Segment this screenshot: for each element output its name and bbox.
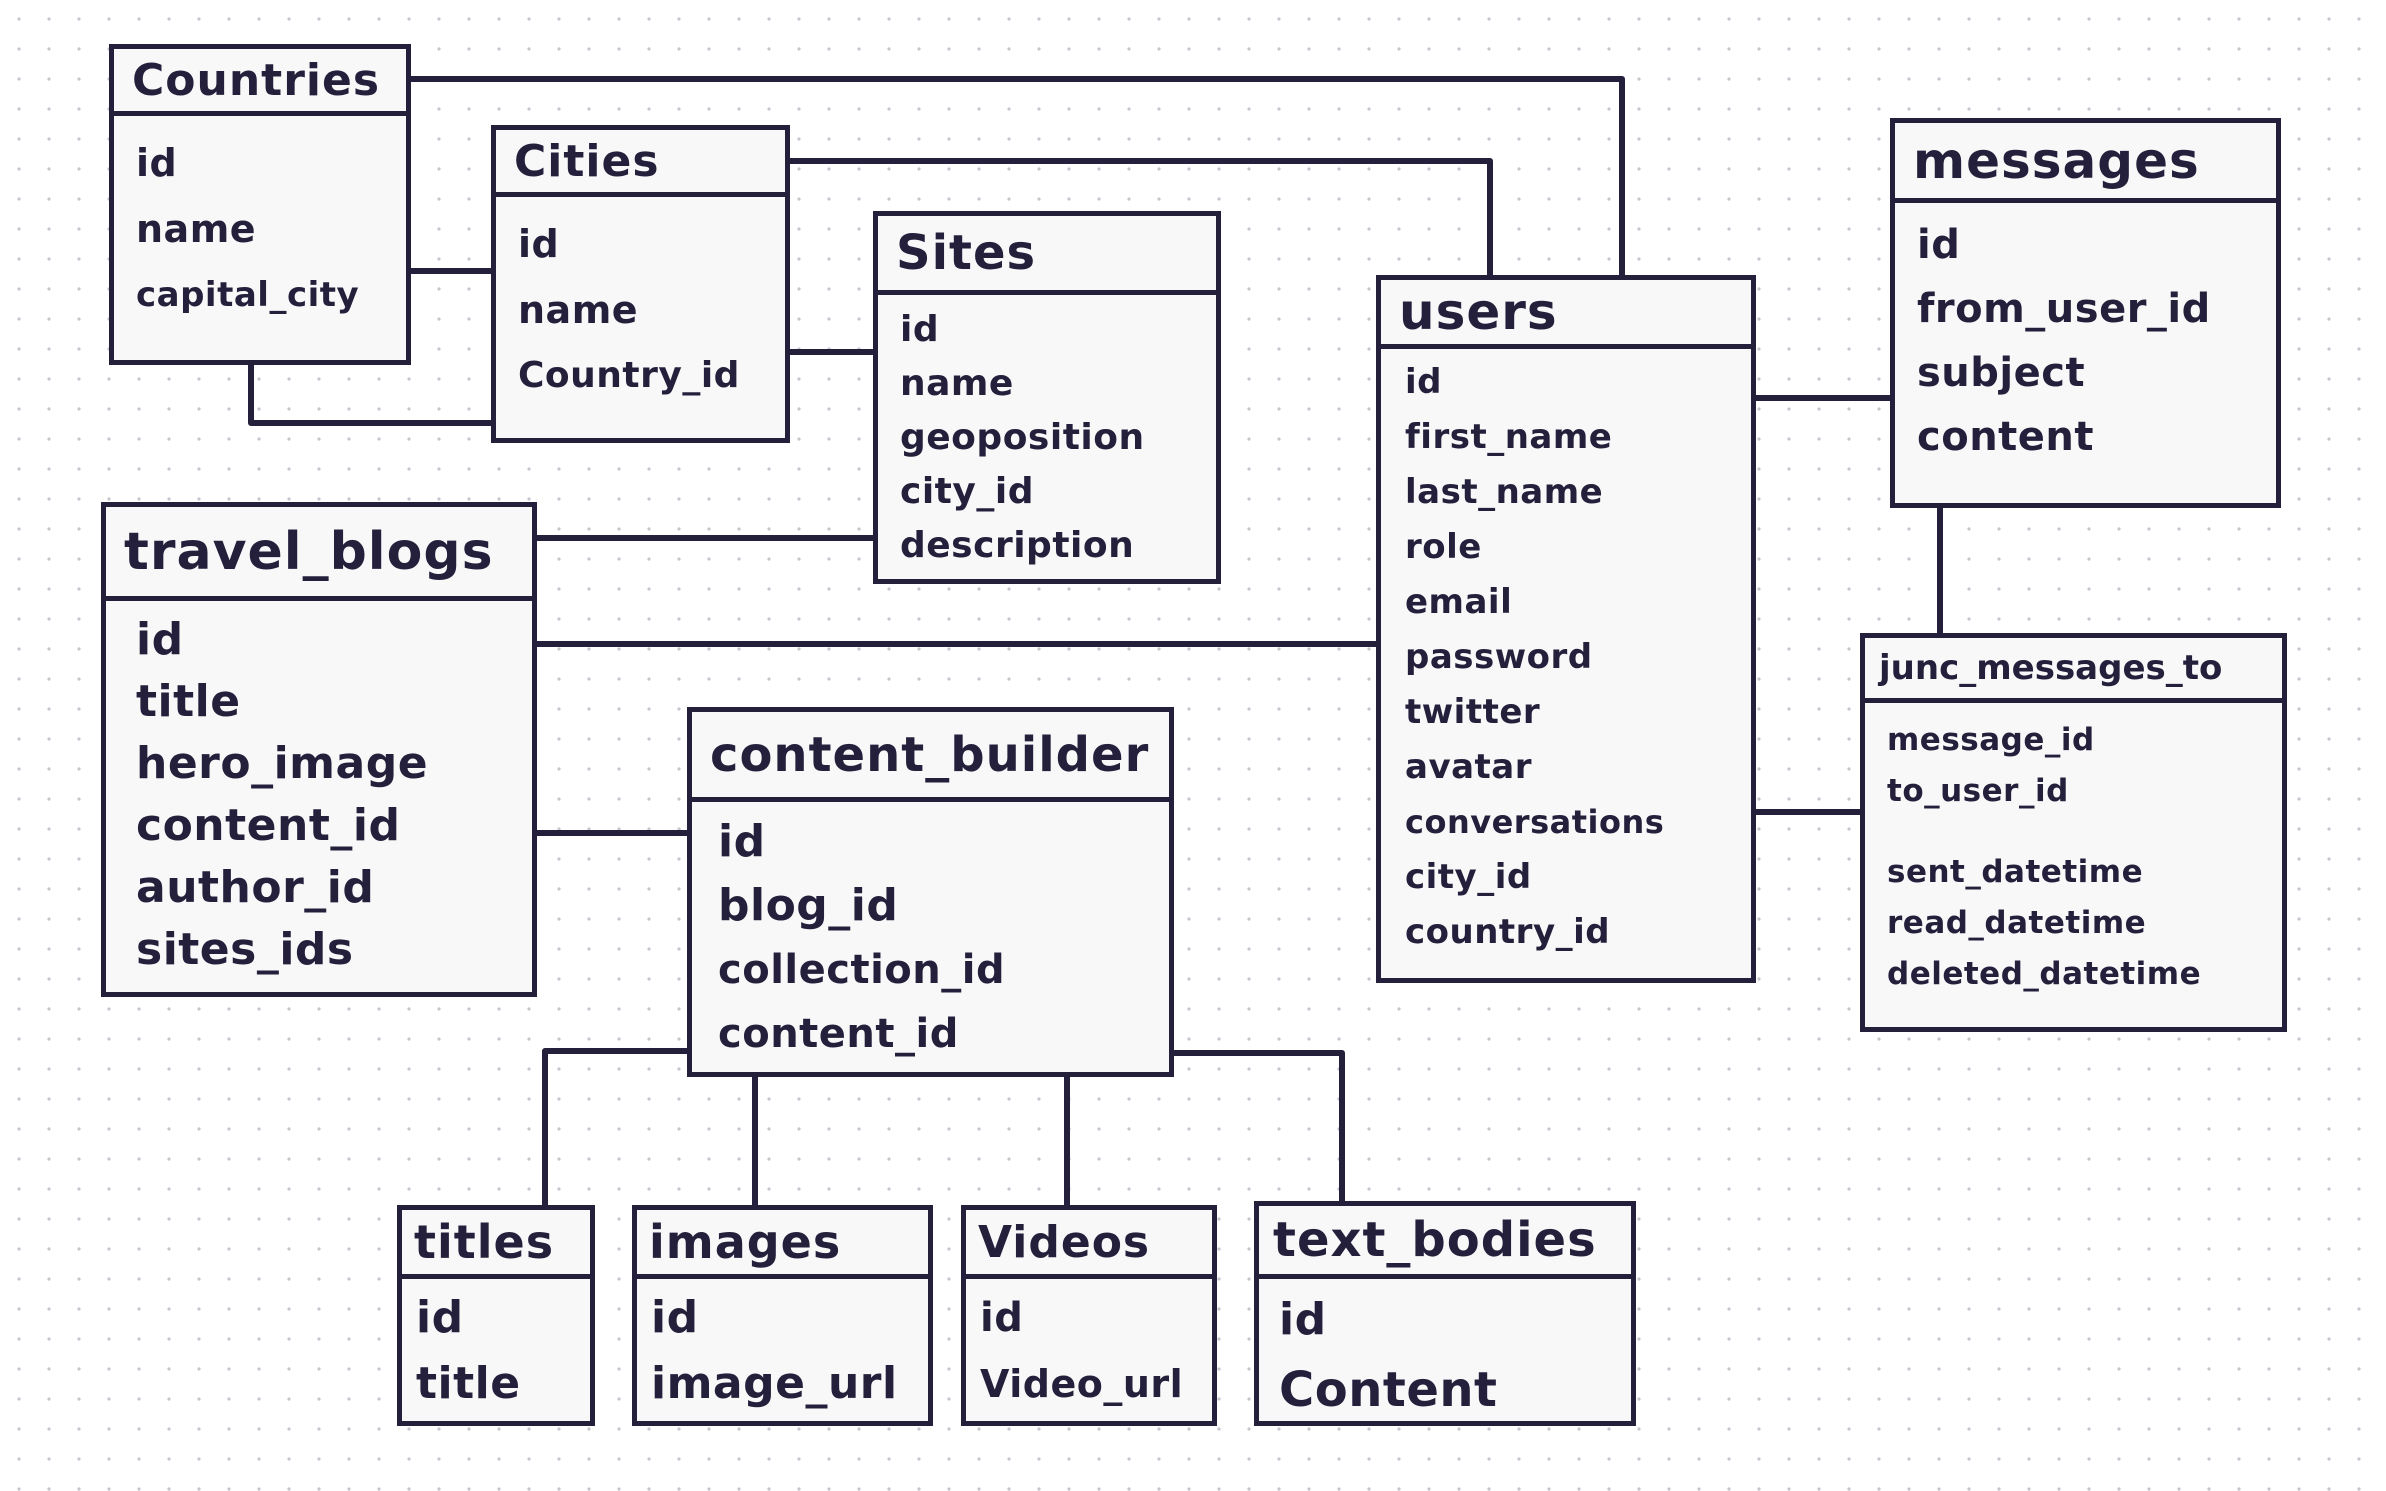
titles-field-id: id [416, 1292, 464, 1343]
text-bodies-table-title: text_bodies [1273, 1212, 1597, 1268]
junc-field-read-datetime: read_datetime [1887, 905, 2147, 941]
sites-field-name: name [900, 363, 1014, 404]
titles-table-title: titles [414, 1215, 555, 1269]
content-builder-field-blog-id: blog_id [718, 880, 899, 931]
users-field-conversations: conversations [1405, 803, 1665, 841]
sites-field-geoposition: geoposition [900, 417, 1145, 458]
sites-field-description: description [900, 525, 1135, 566]
messages-field-id: id [1917, 222, 1961, 268]
videos-table-title: Videos [978, 1216, 1151, 1268]
travel-blogs-field-sites-ids: sites_ids [136, 924, 354, 975]
videos-field-id: id [980, 1295, 1024, 1341]
users-field-city-id: city_id [1405, 857, 1532, 897]
messages-table-title: messages [1913, 131, 2200, 190]
connector-builder-text-bodies [1171, 1050, 1345, 1204]
countries-field-name: name [136, 207, 257, 251]
users-table[interactable]: users id first_name last_name role email… [1376, 275, 1756, 983]
junc-messages-to-table[interactable]: junc_messages_to message_id to_user_id s… [1860, 633, 2287, 1032]
cities-field-country-id: Country_id [518, 355, 740, 396]
junc-messages-to-table-title: junc_messages_to [1879, 648, 2223, 688]
titles-table[interactable]: titles id title [397, 1205, 595, 1426]
sites-table[interactable]: Sites id name geoposition city_id descri… [873, 211, 1221, 584]
text-bodies-field-id: id [1279, 1294, 1327, 1345]
content-builder-table[interactable]: content_builder id blog_id collection_id… [687, 707, 1174, 1077]
travel-blogs-field-id: id [136, 614, 184, 665]
users-field-id: id [1405, 362, 1442, 402]
countries-table-title: Countries [132, 54, 381, 106]
cities-field-id: id [518, 222, 560, 266]
users-field-first-name: first_name [1405, 417, 1613, 457]
countries-field-capital-city: capital_city [136, 275, 360, 315]
messages-field-subject: subject [1917, 350, 2086, 396]
messages-field-content: content [1917, 414, 2095, 460]
sites-field-city-id: city_id [900, 471, 1034, 512]
images-field-image-url: image_url [651, 1358, 898, 1409]
travel-blogs-field-content-id: content_id [136, 800, 401, 851]
users-field-avatar: avatar [1405, 747, 1533, 787]
connector-countries-users [408, 76, 1625, 278]
travel-blogs-field-author-id: author_id [136, 862, 375, 913]
text-bodies-table[interactable]: text_bodies id Content [1254, 1201, 1636, 1426]
titles-field-title: title [416, 1358, 521, 1409]
content-builder-table-title: content_builder [710, 726, 1150, 783]
videos-field-video-url: Video_url [980, 1362, 1184, 1406]
users-table-title: users [1399, 283, 1558, 341]
connector-builder-titles [542, 1048, 690, 1208]
connector-countries-cities-bottom [248, 362, 494, 426]
users-field-twitter: twitter [1405, 692, 1541, 732]
junc-field-message-id: message_id [1887, 722, 2095, 758]
videos-table[interactable]: Videos id Video_url [961, 1205, 1217, 1426]
text-bodies-field-content: Content [1279, 1362, 1498, 1418]
cities-field-name: name [518, 288, 639, 332]
junc-field-to-user-id: to_user_id [1887, 773, 2069, 809]
users-field-country-id: country_id [1405, 912, 1611, 952]
images-table-title: images [649, 1215, 842, 1269]
sites-field-id: id [900, 309, 940, 350]
content-builder-field-content-id: content_id [718, 1011, 959, 1057]
users-field-last-name: last_name [1405, 472, 1604, 512]
messages-field-from-user-id: from_user_id [1917, 286, 2211, 332]
sites-table-title: Sites [896, 225, 1037, 281]
content-builder-field-collection-id: collection_id [718, 947, 1006, 993]
travel-blogs-table[interactable]: travel_blogs id title hero_image content… [101, 502, 537, 997]
users-field-email: email [1405, 582, 1513, 622]
junc-field-deleted-datetime: deleted_datetime [1887, 956, 2202, 992]
content-builder-field-id: id [718, 816, 766, 867]
countries-table[interactable]: Countries id name capital_city [109, 44, 411, 365]
cities-table[interactable]: Cities id name Country_id [491, 125, 790, 443]
messages-table[interactable]: messages id from_user_id subject content [1890, 118, 2281, 508]
images-table[interactable]: images id image_url [632, 1205, 933, 1426]
junc-field-sent-datetime: sent_datetime [1887, 854, 2144, 890]
users-field-role: role [1405, 527, 1482, 567]
travel-blogs-field-hero-image: hero_image [136, 738, 429, 789]
travel-blogs-field-title: title [136, 676, 241, 727]
connector-cities-users [787, 158, 1493, 278]
cities-table-title: Cities [514, 135, 660, 187]
images-field-id: id [651, 1292, 699, 1343]
countries-field-id: id [136, 141, 178, 185]
travel-blogs-table-title: travel_blogs [124, 521, 494, 582]
users-field-password: password [1405, 637, 1593, 677]
